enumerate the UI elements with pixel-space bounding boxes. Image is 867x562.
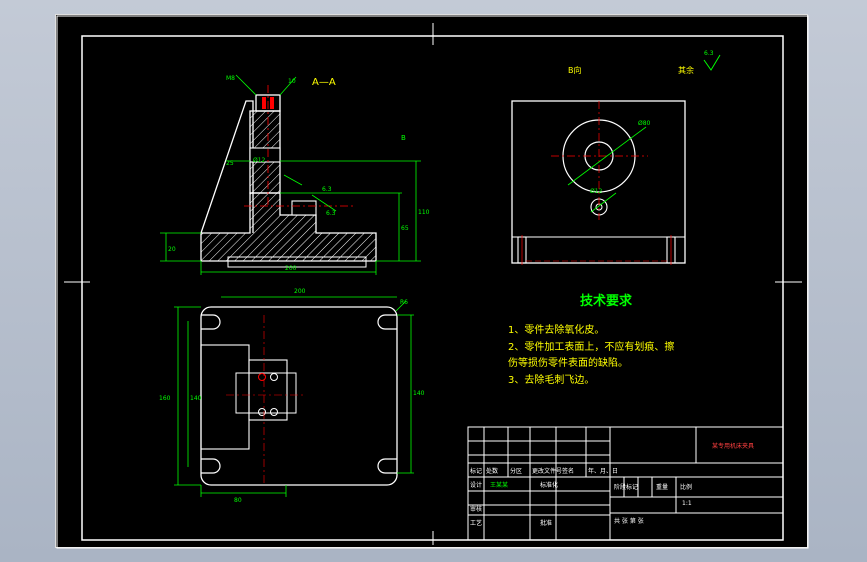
slot-left-bottom [201,458,221,474]
engineering-drawing: 200 20 110 65 M8 10 Ø12 25 6.3 6.3 A—A B [56,15,809,549]
dim-slot-radius: R6 [400,299,408,306]
dim-plan-height: 160 [159,395,171,402]
dim-hole: Ø12 [253,157,266,164]
dim-column-height: 65 [401,225,409,232]
title-block [467,426,784,541]
plan-view: 160 140 80 200 140 R6 [159,288,425,504]
cad-viewport[interactable]: 200 20 110 65 M8 10 Ø12 25 6.3 6.3 A—A B [55,14,809,549]
label-process: 工艺 [470,519,482,527]
view-b-dimensions [567,126,647,213]
label-standardization: 标准化 [540,481,558,489]
thread-mark-2 [270,97,274,109]
slot-right-top [377,314,397,330]
tech-req-line-2: 2、零件加工表面上，不应有划痕、擦 [508,340,674,353]
dim-slot: 6.3 [326,210,336,217]
label-sheet: 共 张 第 张 [614,517,644,525]
label-zone: 分区 [510,467,522,475]
tech-req-line-4: 3、去除毛刺飞边。 [508,373,594,386]
dim-plan-top: 200 [294,288,306,295]
boss-plan [235,372,297,414]
base-plate-section [200,192,377,262]
view-b: Ø80 Ø12 B向 其余 6.3 [511,50,721,265]
dim-plan-inner: 140 [190,395,202,402]
label-date: 年、月、日 [588,467,618,475]
slot-section [291,200,317,216]
label-review: 审核 [470,505,482,513]
hole-3 [258,408,266,416]
dim-small-dia: Ø12 [590,188,603,195]
dim-base-length: 200 [285,265,297,272]
section-label: A—A [312,77,336,88]
inner-frame [81,35,784,541]
outer-frame [56,15,809,549]
column-top [255,94,281,112]
dim-plan-right: 140 [413,390,425,397]
label-designer: 设计 [470,481,482,489]
thread-mark-1 [262,97,266,109]
label-weight: 重量 [656,483,668,491]
drawing-name: 某专用机床夹具 [712,442,754,450]
label-approve: 批准 [540,519,552,527]
hole-2 [270,373,278,381]
label-stage: 阶段标记 [614,483,638,491]
dim-thread: M8 [226,75,235,82]
roughness-icon [703,54,721,71]
rib-plan [200,344,250,450]
remaining-finish: 其余 [678,65,694,75]
technical-requirements: 技术要求 1、零件去除氧化皮。 2、零件加工表面上，不应有划痕、擦 伤等损伤零件… [508,293,674,386]
dim-plan-bottom: 80 [234,497,242,504]
tech-req-line-3: 伤等损伤零件表面的缺陷。 [508,356,628,369]
label-scale: 比例 [680,483,692,491]
dim-total-height: 110 [418,209,430,216]
label-signature: 签名 [562,467,574,475]
tech-req-title: 技术要求 [580,293,633,309]
tech-req-line-1: 1、零件去除氧化皮。 [508,323,604,336]
support-rib [200,100,254,234]
title-block-text: 某专用机床夹具 标记 处数 分区 更改文件号 签名 年、月、日 设计 王某某 标… [470,442,754,527]
label-change-doc: 更改文件号 [532,467,562,475]
hole-1 [258,373,266,381]
base-groove [227,256,367,268]
view-b-outline [511,100,686,264]
column-plan [248,359,288,421]
label-count: 处数 [486,467,498,475]
section-dimensions [160,74,421,275]
designer-name: 王某某 [490,482,508,489]
scale-value: 1:1 [682,500,692,507]
cross-hole [249,147,281,163]
dim-top-width: 10 [288,78,296,85]
plan-outline [200,306,398,486]
dim-large-dia: Ø80 [638,120,651,127]
dim-base-height: 20 [168,246,176,253]
roughness-value: 6.3 [704,50,714,57]
label-mark: 标记 [470,467,482,475]
dim-hole-depth: 25 [226,160,234,167]
section-view-a-a: 200 20 110 65 M8 10 Ø12 25 6.3 6.3 A—A B [160,74,430,275]
view-label-b: B [401,134,406,142]
plan-dimensions [174,296,414,497]
slot-left-top [201,314,221,330]
dim-chamfer: 6.3 [322,186,332,193]
hole-4 [270,408,278,416]
slot-right-bottom [377,458,397,474]
view-b-direction: B向 [568,65,582,75]
